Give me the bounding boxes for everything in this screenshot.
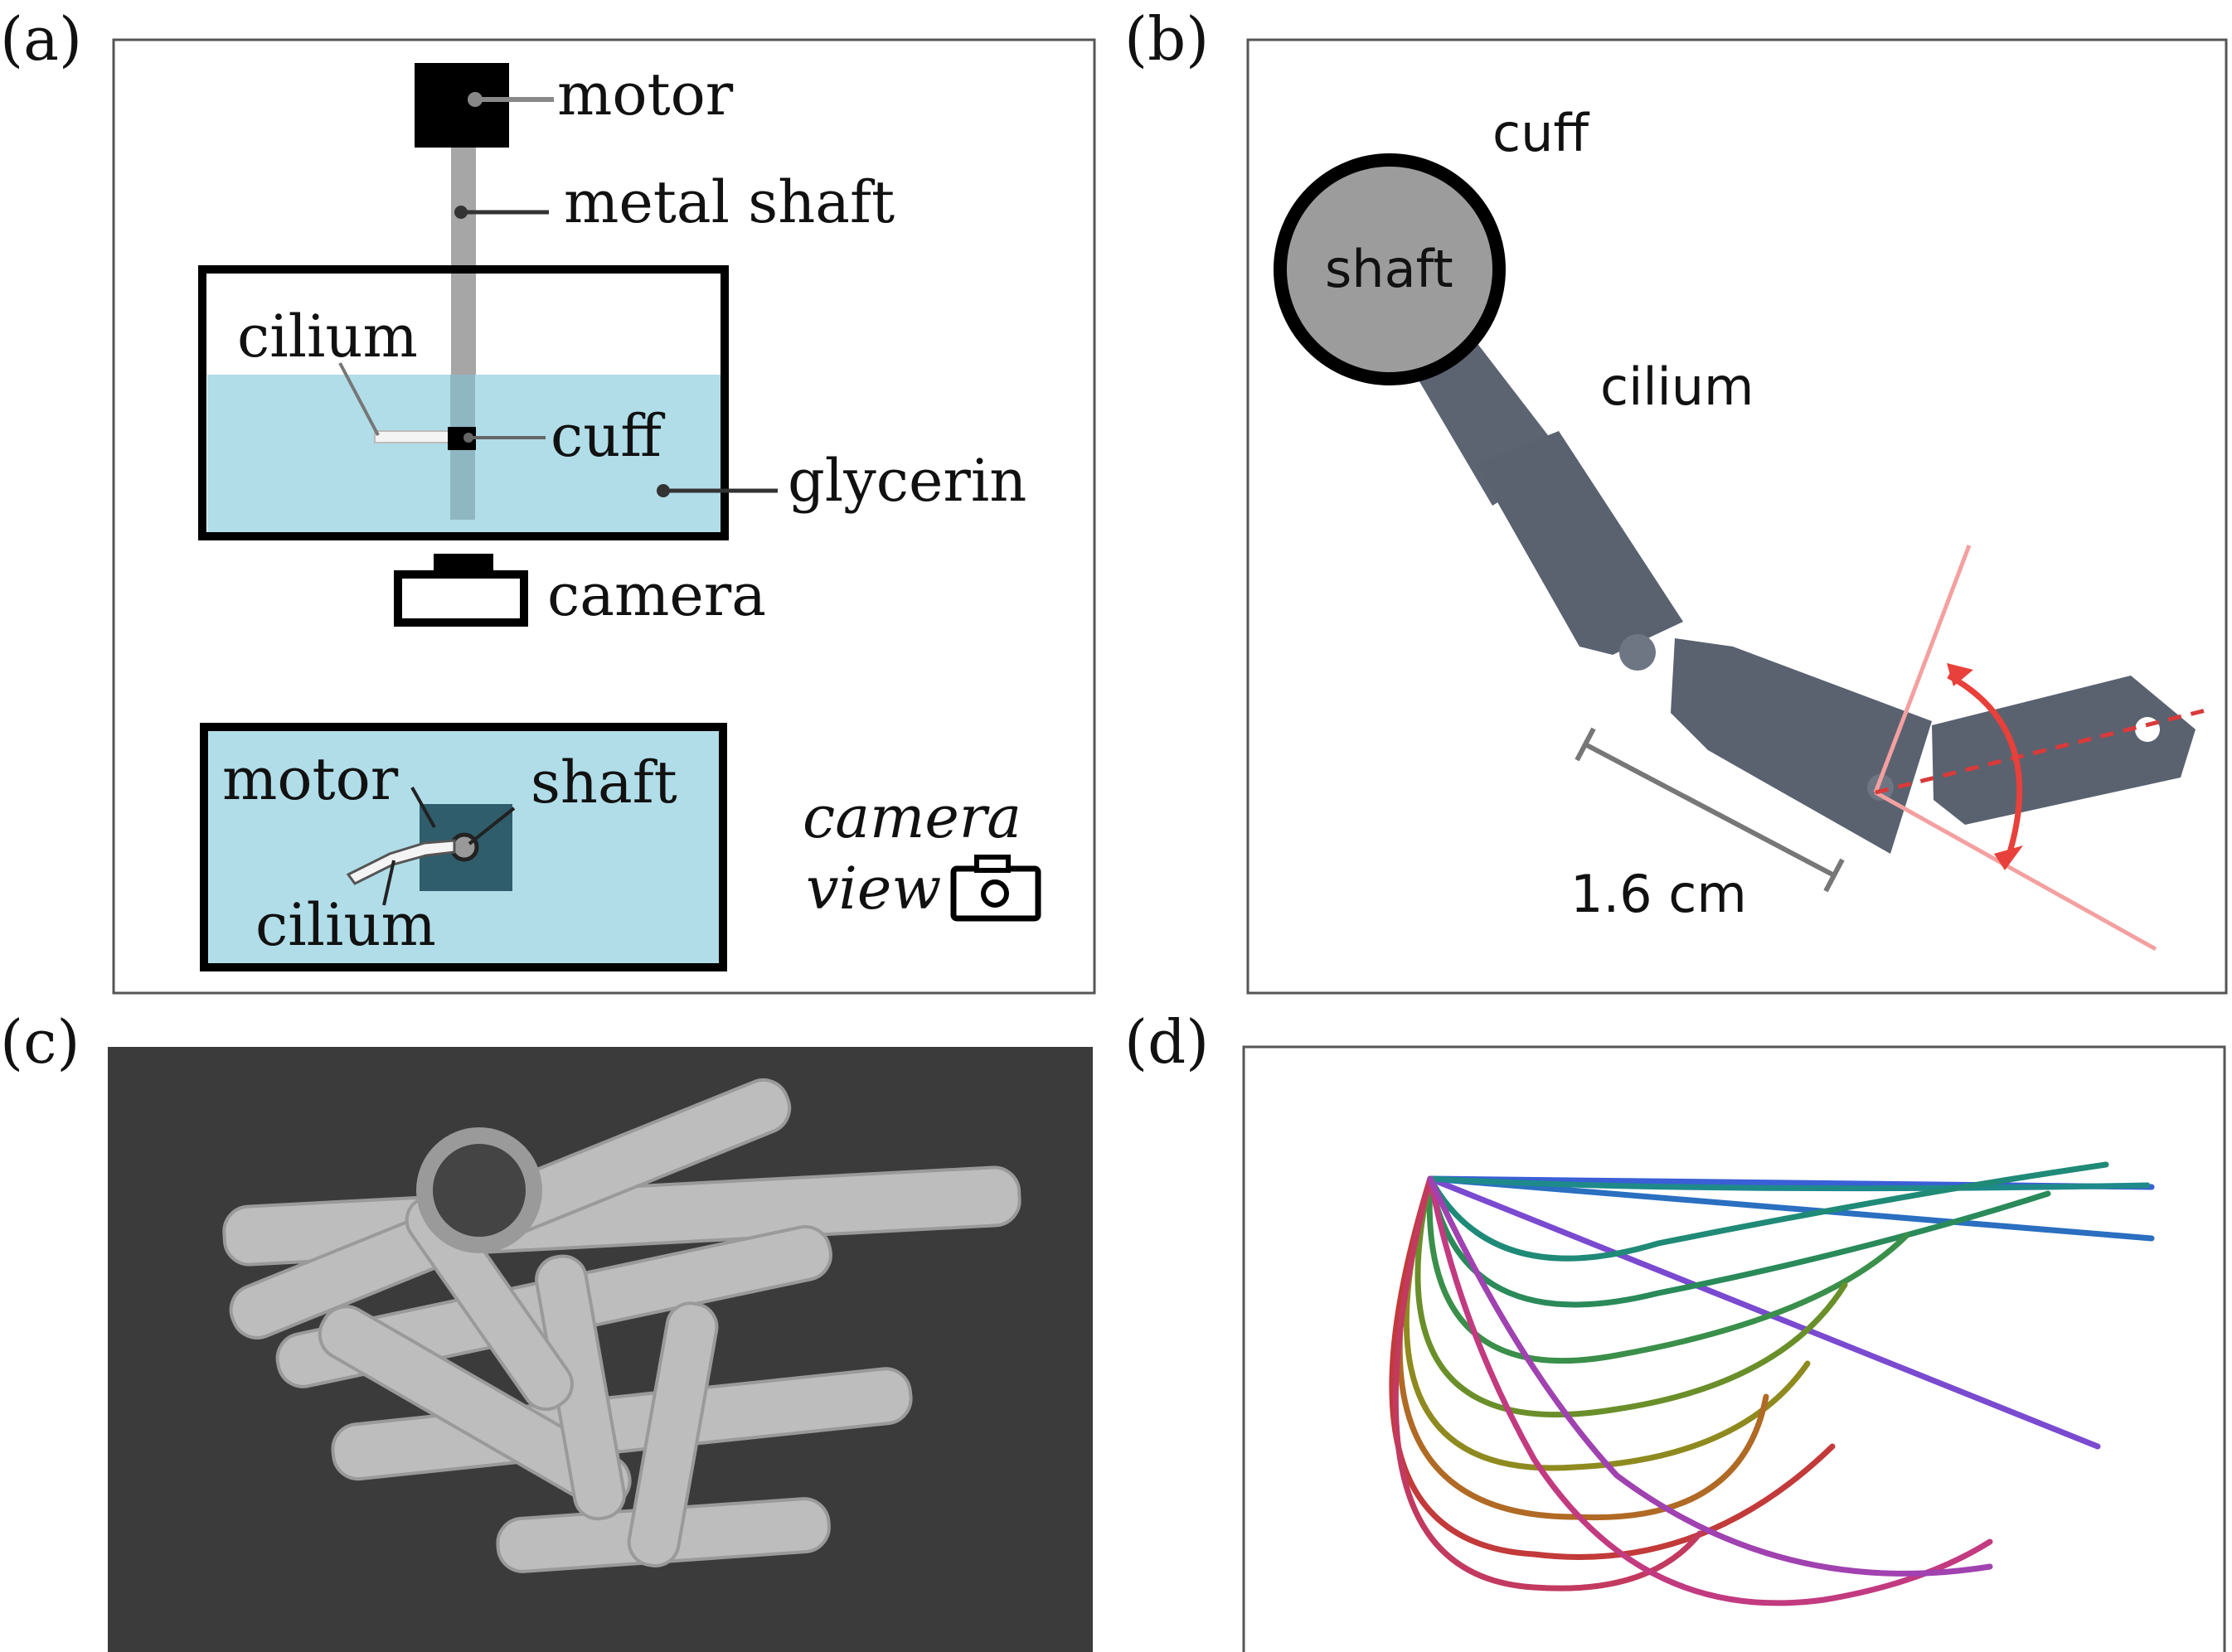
cilium-trace: [1427, 1175, 2151, 1192]
top-view-cilium: [346, 839, 456, 885]
scale-bar: [1584, 742, 1836, 878]
cilium-segment-3: [1671, 638, 1932, 854]
inset-label-cilium: cilium: [255, 891, 436, 959]
label-scale: 1.6 cm: [1570, 864, 1747, 924]
motor-block: [415, 63, 509, 148]
inset-label-motor: motor: [222, 745, 399, 813]
cilium-joint-1: [1619, 634, 1656, 671]
cilium-trace: [1392, 1175, 1703, 1591]
label-shaft: shaft: [1325, 239, 1453, 299]
cilium-trace: [1414, 1175, 1848, 1418]
label-cuff-b: cuff: [1492, 103, 1589, 163]
cilium-joint-2: [1867, 774, 1894, 801]
panel-a-frame: [112, 38, 1096, 995]
label-cuff: cuff: [551, 402, 665, 470]
inset-cilium-leader: [382, 860, 395, 906]
panel-b: (b) shaft cuff cilium 1.6 cm: [1124, 4, 2228, 995]
angle-arrowhead-bottom: [1994, 845, 2023, 870]
angle-arc: [1947, 672, 2023, 860]
cilium-segment-2: [1476, 431, 1683, 655]
inset-label-shaft: shaft: [531, 748, 677, 816]
label-camera: camera: [547, 561, 766, 629]
inset-motor-leader: [410, 787, 436, 828]
panel-b-frame: [1246, 38, 2228, 995]
angle-line-upper: [1873, 545, 1972, 793]
scale-cap-left: [1575, 727, 1596, 762]
label-cilium-b: cilium: [1600, 356, 1754, 417]
cilium-trace: [1427, 1161, 2109, 1262]
tank: [198, 265, 729, 540]
cilium-side-view: [374, 430, 452, 443]
cilium-trace: [1427, 1175, 2051, 1308]
panel-a: (a) motor metal shaft cilium cuff glycer…: [0, 4, 1096, 995]
panel-b-tag: (b): [1124, 4, 1209, 74]
panel-d-frame: [1242, 1045, 2226, 1652]
angle-line-lower: [1874, 790, 2157, 952]
panel-d: (d): [1124, 1007, 2226, 1652]
camera-body: [394, 570, 528, 627]
panel-d-tag: (d): [1124, 1007, 1209, 1077]
cilium-traces: [1389, 1161, 2155, 1606]
inset-shaft-leader: [468, 807, 516, 845]
photo-cuff: [416, 1127, 542, 1253]
cilium-trace: [1426, 1175, 1910, 1364]
label-metal-shaft: metal shaft: [564, 168, 895, 236]
cilium-segment-4: [1932, 676, 2196, 825]
angle-arrowhead-top: [1947, 663, 1973, 686]
panel-c: (c): [0, 1007, 1093, 1652]
scale-cap-right: [1823, 858, 1845, 893]
label-cilium: cilium: [237, 303, 418, 371]
cilium-trace: [1389, 1175, 1836, 1560]
panel-c-tag: (c): [0, 1007, 80, 1077]
cilium-trace: [1427, 1175, 1993, 1606]
cilium-trace: [1404, 1175, 1811, 1471]
cilium-leader: [338, 362, 380, 436]
cilium-trace: [1427, 1175, 2101, 1450]
camera-icon: [950, 855, 1041, 922]
panel-a-tag: (a): [0, 4, 82, 74]
camera-view-line1: camera: [803, 783, 1021, 851]
label-glycerin: glycerin: [788, 447, 1026, 515]
cuff-ring: [1274, 153, 1506, 385]
cilium-trace: [1427, 1175, 2155, 1242]
cilium-trace: [1427, 1175, 1993, 1577]
label-motor: motor: [557, 61, 734, 128]
camera-view-line2: view: [806, 855, 941, 923]
cilium-axis-dashed: [1875, 708, 2206, 795]
